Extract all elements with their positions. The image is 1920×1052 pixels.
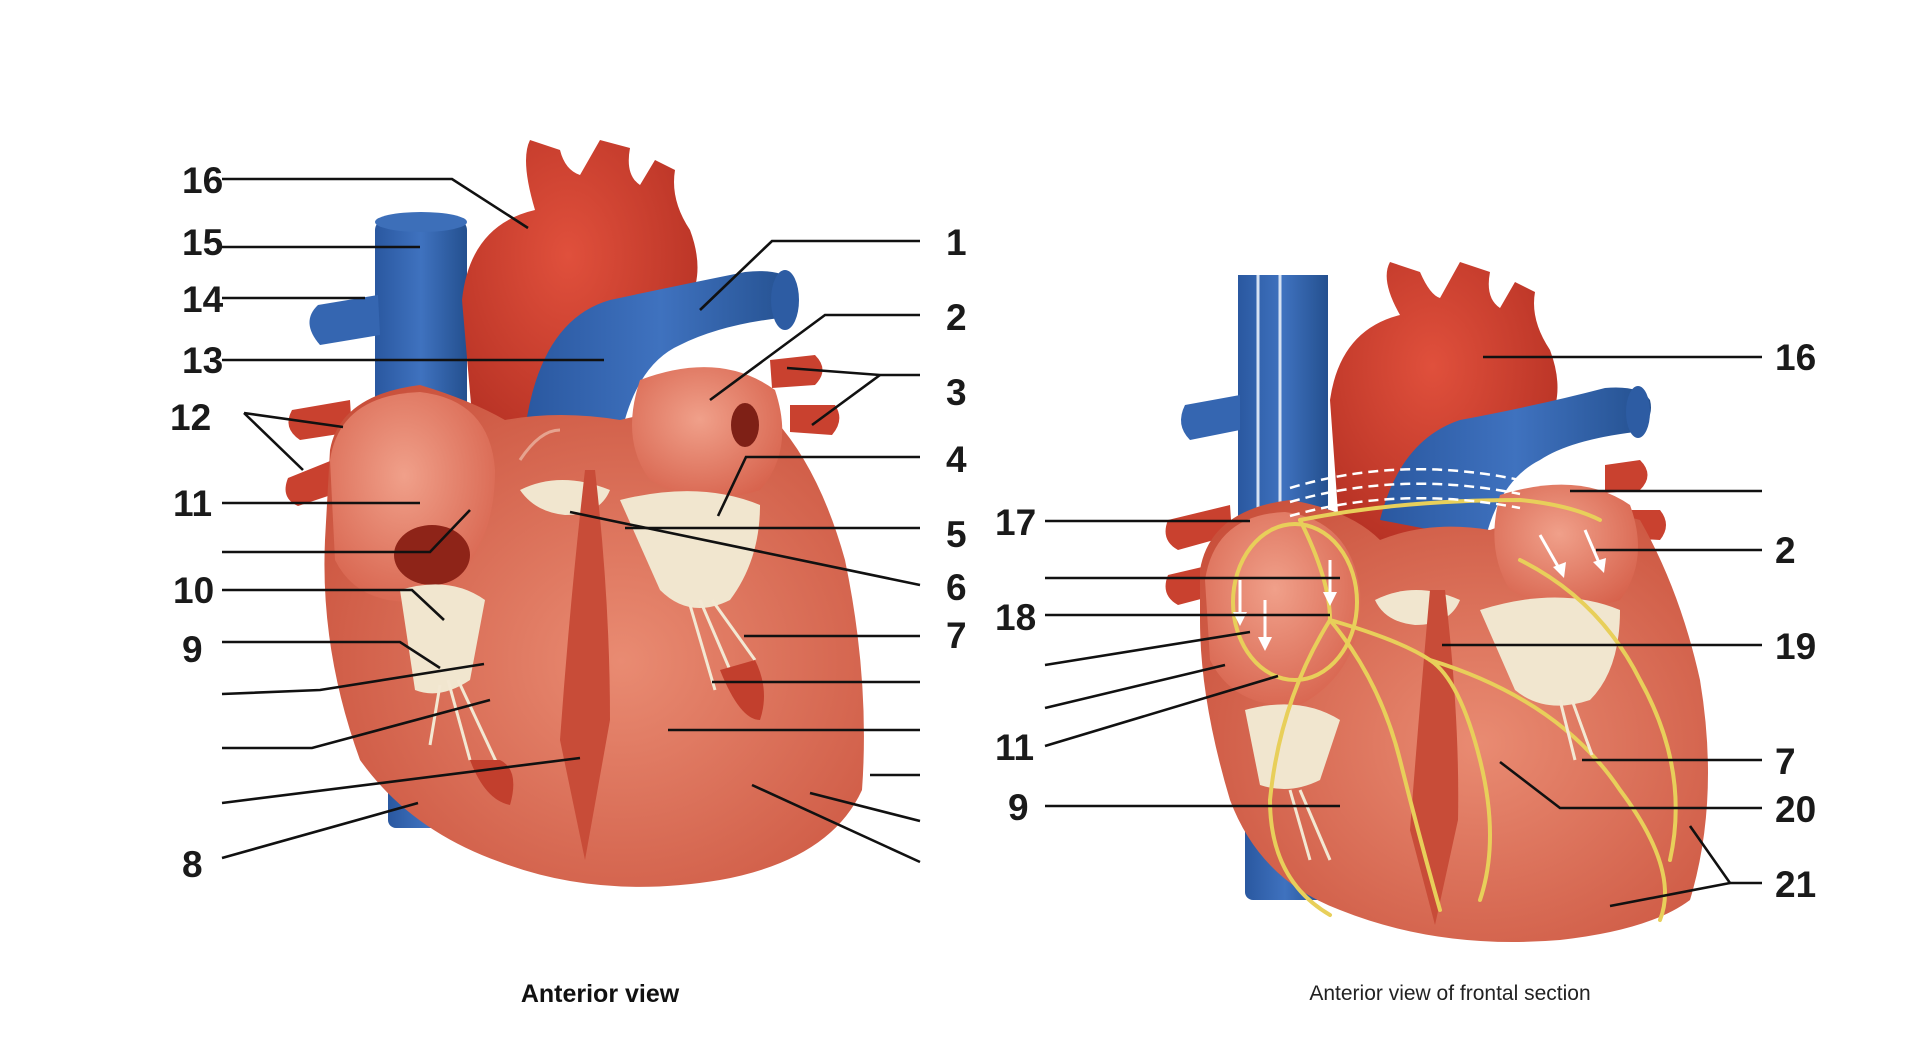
right-left-atrium-shape <box>1494 484 1638 608</box>
right-label-19: 19 <box>1775 626 1816 667</box>
left-pulmonary-veins-shape <box>770 355 840 435</box>
left-label-2: 2 <box>946 297 967 338</box>
right-label-11: 11 <box>995 727 1034 768</box>
left-atrium-shape <box>632 367 783 498</box>
left-label-9: 9 <box>182 629 203 670</box>
left-label-3: 3 <box>946 372 967 413</box>
left-label-4: 4 <box>946 439 967 480</box>
left-label-numbers: 16 15 14 13 12 11 10 9 8 1 2 3 4 5 6 7 <box>170 160 967 885</box>
left-label-15: 15 <box>182 222 223 263</box>
right-label-16: 16 <box>1775 337 1816 378</box>
right-label-21: 21 <box>1775 864 1816 905</box>
left-label-6: 6 <box>946 567 967 608</box>
interventricular-septum-shape <box>560 470 610 860</box>
right-label-2: 2 <box>1775 530 1796 571</box>
left-label-12: 12 <box>170 397 211 438</box>
right-label-9: 9 <box>1008 787 1029 828</box>
right-label-7: 7 <box>1775 741 1796 782</box>
pulmonary-trunk-shape <box>525 271 796 440</box>
left-label-8: 8 <box>182 844 203 885</box>
fossa-ovalis-shape <box>394 525 470 585</box>
mitral-valve-shape <box>620 491 760 608</box>
right-pulmonary-artery-shape <box>309 295 380 345</box>
conduction-system-lines <box>1231 497 1678 922</box>
left-panel-caption: Anterior view <box>521 980 680 1008</box>
left-label-14: 14 <box>182 279 224 320</box>
left-label-13: 13 <box>182 340 223 381</box>
left-label-10: 10 <box>173 570 214 611</box>
left-label-7: 7 <box>946 615 967 656</box>
right-leader-lines <box>1044 355 1762 908</box>
left-label-1: 1 <box>946 222 967 263</box>
left-label-11: 11 <box>173 483 212 524</box>
right-superior-vena-cava-shape <box>1238 275 1328 535</box>
right-heart-illustration <box>1165 262 1708 942</box>
left-label-16: 16 <box>182 160 223 201</box>
left-label-5: 5 <box>946 514 967 555</box>
right-label-18: 18 <box>995 597 1036 638</box>
left-leader-lines <box>221 177 921 864</box>
right-label-numbers: 17 18 11 9 16 2 19 7 20 21 <box>995 337 1816 905</box>
right-panel-caption: Anterior view of frontal section <box>1309 982 1590 1005</box>
right-label-17: 17 <box>995 502 1036 543</box>
right-label-20: 20 <box>1775 789 1816 830</box>
